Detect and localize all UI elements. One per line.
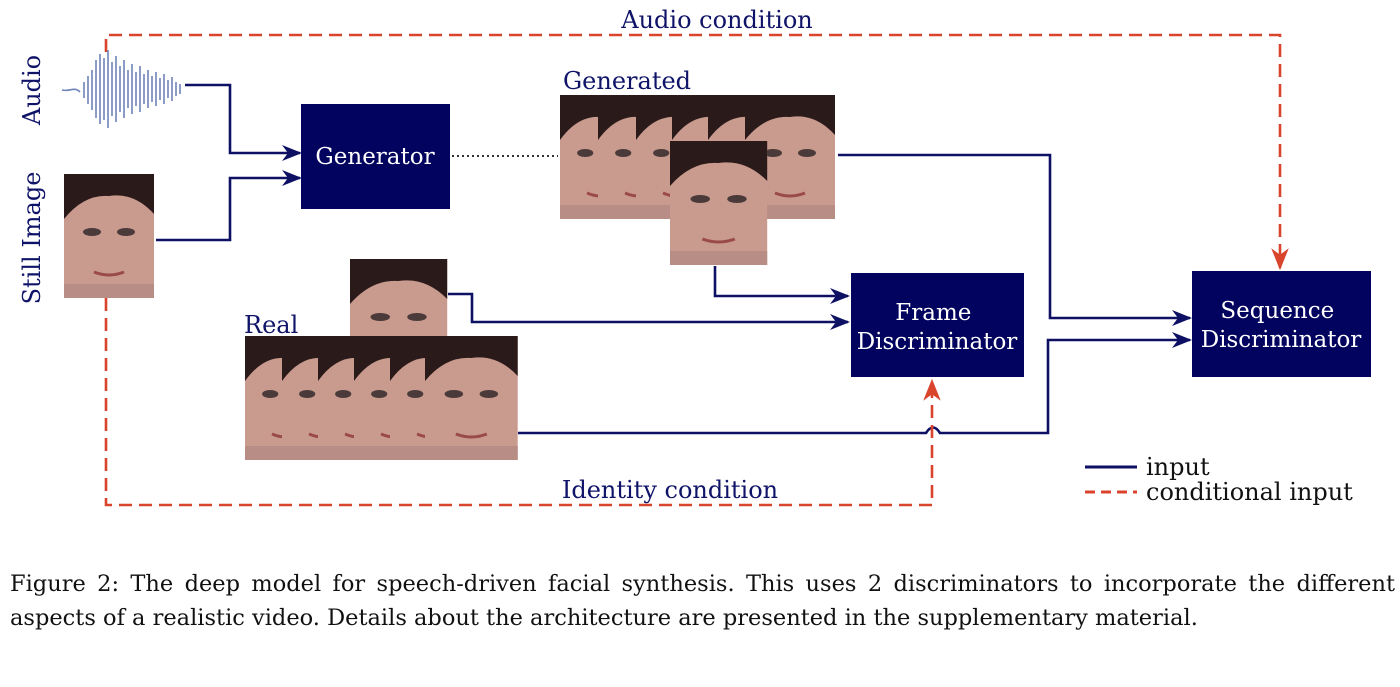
- figure-caption: Figure 2: The deep model for speech-driv…: [10, 571, 1395, 631]
- real-label: Real: [244, 311, 298, 339]
- generated-to-sequence-disc-wire: [838, 153, 1192, 326]
- audio-to-generator-wire: [185, 83, 302, 161]
- real-frames: [243, 257, 520, 462]
- audio-condition-label: Audio condition: [620, 6, 813, 34]
- image-to-generator-wire: [156, 170, 302, 242]
- sequence-discriminator-label: Sequence Discriminator: [1201, 298, 1362, 353]
- audio-label: Audio: [18, 55, 46, 126]
- still-image-label: Still Image: [18, 172, 46, 305]
- identity-condition-label: Identity condition: [562, 476, 778, 504]
- legend: input conditional input: [1085, 453, 1353, 506]
- generator-label: Generator: [315, 144, 434, 170]
- identity-condition-connector: [104, 298, 941, 507]
- generated-label: Generated: [563, 67, 691, 95]
- audio-condition-connector: [104, 33, 1289, 271]
- still-image-face: [62, 172, 156, 300]
- generated-frames: [558, 93, 837, 267]
- sequence-discriminator-block: [1192, 271, 1371, 377]
- legend-conditional-label: conditional input: [1146, 478, 1353, 506]
- frame-discriminator-block: [851, 273, 1024, 377]
- real-to-sequence-disc-wire: [518, 332, 1192, 435]
- generated-to-frame-disc-wire: [713, 266, 850, 304]
- generator-block: [301, 104, 450, 209]
- legend-input-label: input: [1146, 453, 1210, 481]
- frame-discriminator-label: Frame Discriminator: [857, 300, 1018, 355]
- audio-waveform-icon: [61, 50, 181, 128]
- architecture-diagram: Audio condition Audio Still Image Genera…: [18, 6, 1371, 507]
- real-to-frame-disc-wire: [448, 292, 850, 330]
